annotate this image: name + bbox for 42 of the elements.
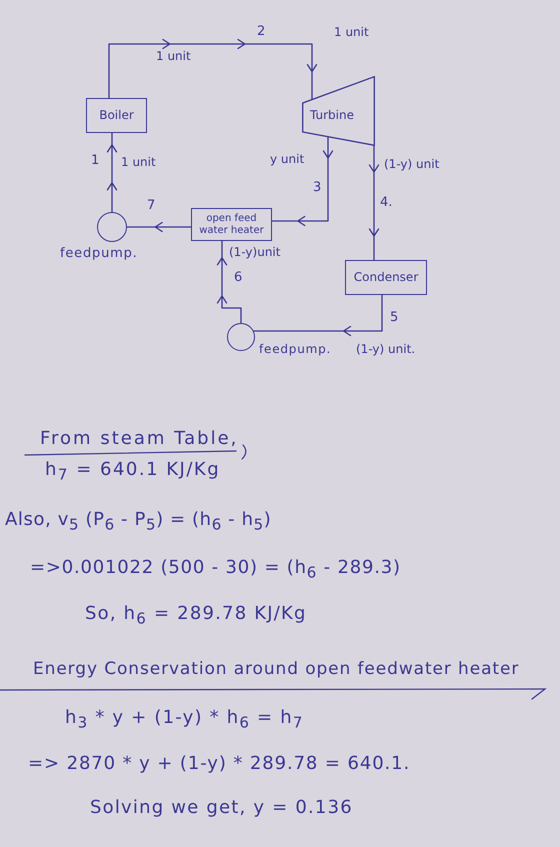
equation-text: So, h$_{6}$ = 289.78 KJ/Kg — [85, 603, 307, 628]
state-number: 7 — [147, 198, 156, 214]
pump-label: feedpump. — [60, 246, 138, 262]
note-heading: From steam Table, — [40, 428, 238, 450]
heater-box — [191, 208, 272, 241]
equation-text: h$_{7}$ = 640.1 KJ/Kg — [45, 459, 220, 484]
condenser-box — [345, 260, 427, 295]
equation-text: Solving we get, y = 0.136 — [90, 797, 353, 819]
component-label: Boiler — [99, 108, 134, 122]
equation-text: h$_{3}$ * y + (1-y) * h$_{6}$ = h$_{7}$ — [65, 707, 304, 732]
state-number: 5 — [390, 310, 398, 326]
flow-arrow — [271, 136, 334, 226]
edge-label: (1-y) unit — [384, 157, 440, 172]
state-number: 1 — [91, 153, 100, 169]
pump-circle — [97, 212, 127, 242]
equation-text: Also, v$_{5}$ (P$_{6}$ - P$_{5}$) = (h$_{6}$ - h$_{5}$) — [5, 509, 272, 534]
state-number: 6 — [234, 270, 242, 286]
flow-arrow — [216, 240, 242, 324]
flow-arrow — [108, 38, 318, 100]
edge-label: (1-y) unit. — [356, 342, 416, 356]
edge-label: y unit — [270, 152, 304, 166]
flow-arrow — [253, 294, 383, 336]
state-number: 2 — [257, 24, 266, 40]
equation-text: =>0.001022 (500 - 30) = (h$_{6}$ - 289.3) — [30, 557, 401, 582]
component-label: Condenser — [354, 270, 418, 284]
boiler-box — [86, 98, 147, 133]
edge-label: 1 unit — [121, 155, 156, 170]
pump-circle — [227, 323, 255, 351]
flow-arrow — [126, 222, 192, 232]
state-number: 4. — [380, 195, 392, 211]
note-heading: Energy Conservation around open feedwater heater — [33, 659, 520, 680]
edge-label: 1 unit — [156, 49, 191, 64]
pump-label: feedpump. — [259, 342, 332, 356]
component-label: open feed water heater — [198, 213, 265, 236]
turbine-shape — [302, 76, 375, 146]
component-label: Turbine — [310, 109, 354, 123]
flow-arrow — [368, 145, 380, 261]
flow-arrow — [106, 132, 118, 213]
state-number: 3 — [313, 180, 322, 196]
edge-label: (1-y)unit — [229, 245, 280, 260]
flow-label: 1 unit — [334, 25, 369, 40]
equation-text: => 2870 * y + (1-y) * 289.78 = 640.1. — [28, 753, 410, 775]
